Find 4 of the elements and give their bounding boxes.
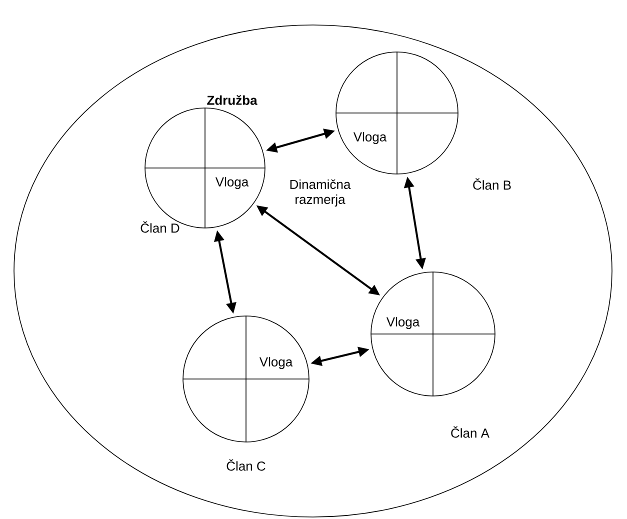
- member-label: Član B: [473, 178, 511, 190]
- member-label: Član A: [451, 426, 490, 438]
- note-label: Dinamična razmerja: [290, 179, 351, 207]
- member-label: Član C: [226, 459, 266, 471]
